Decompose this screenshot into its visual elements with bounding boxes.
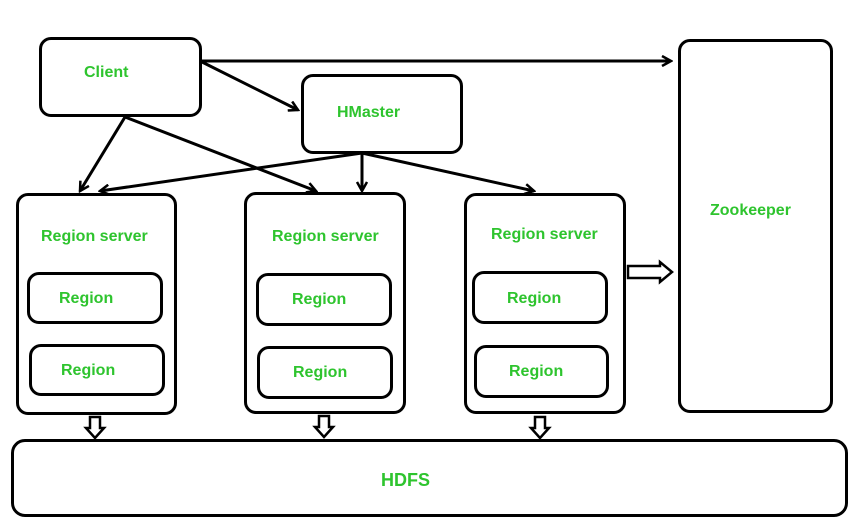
region-server-3-title: Region server (491, 226, 598, 243)
region-server-2-region-1-label: Region (292, 291, 347, 308)
zookeeper-label: Zookeeper (710, 202, 791, 219)
region-server-1-region-2-label: Region (61, 362, 116, 379)
region-server-2-region-2 (257, 346, 393, 399)
client-node (39, 37, 202, 117)
hmaster-to-region-server-1-arrow (100, 151, 363, 191)
region-server-2-to-hdfs-hollow-arrow (312, 414, 336, 439)
zookeeper-node (678, 39, 833, 413)
hmaster-label: HMaster (337, 104, 401, 121)
region-server-1-to-hdfs-hollow-arrow (83, 415, 107, 440)
region-server-2-region-2-label: Region (293, 364, 348, 381)
region-server-2-region-1 (256, 273, 392, 326)
region-server-3-to-hdfs-hollow-arrow (528, 415, 552, 440)
region-server-1-region-2 (29, 344, 165, 396)
client-to-hmaster-arrow (201, 60, 298, 110)
region-server-1-region-1 (27, 272, 163, 324)
region-server-3-region-1-label: Region (507, 290, 562, 307)
client-label: Client (84, 64, 129, 81)
hdfs-node (11, 439, 848, 517)
hmaster-to-region-server-3-arrow (361, 151, 534, 191)
hmaster-node (301, 74, 463, 154)
region-server-3-region-1 (472, 271, 608, 324)
region-server-3-region-2-label: Region (509, 363, 564, 380)
hdfs-label: HDFS (381, 470, 430, 490)
client-to-region-server-1-arrow (80, 116, 127, 191)
client-to-region-server-2-arrow (124, 115, 316, 191)
region-server-1-title: Region server (41, 228, 148, 245)
region-server-3-region-2 (474, 345, 609, 398)
region-server-2-title: Region server (272, 228, 379, 245)
region-server-to-zookeeper-hollow-arrow (626, 259, 674, 285)
region-server-1-region-1-label: Region (59, 290, 114, 307)
